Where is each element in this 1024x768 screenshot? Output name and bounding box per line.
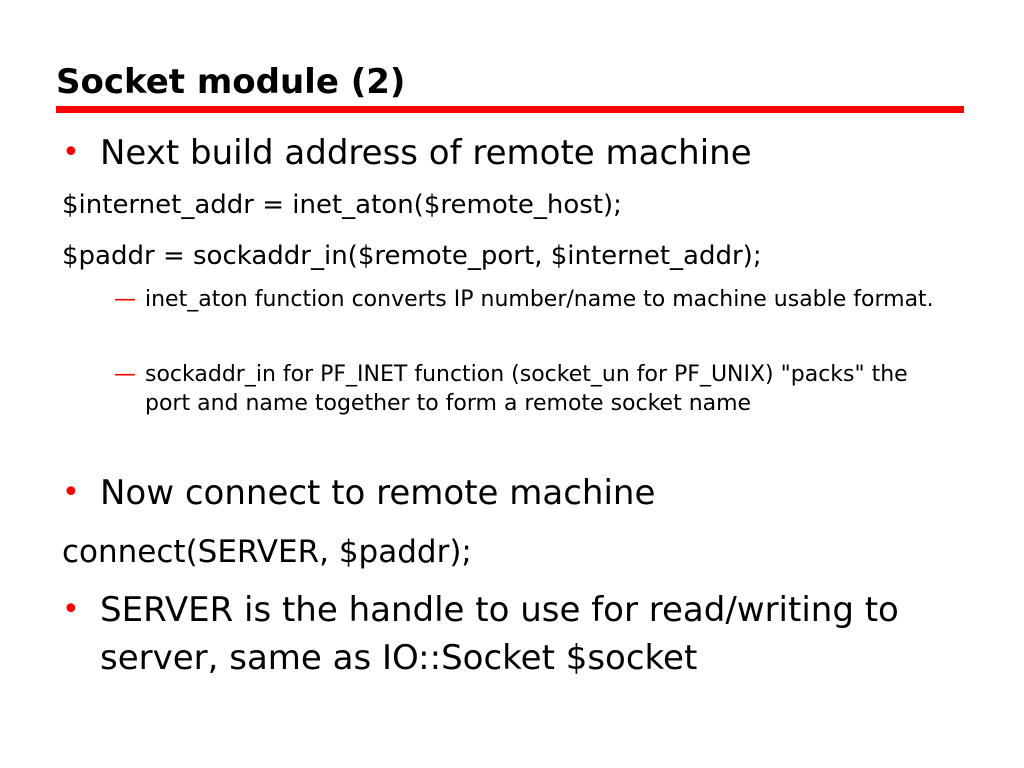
- bullet-marker: •: [62, 475, 80, 510]
- code-line: connect(SERVER, $paddr);: [62, 534, 472, 570]
- sub-marker: —: [114, 287, 136, 312]
- sub-text: sockaddr_in for PF_INET function (socket…: [145, 362, 908, 416]
- bullet-text: SERVER is the handle to use for read/wri…: [100, 590, 899, 678]
- bullet-text: Now connect to remote machine: [100, 473, 656, 513]
- bullet-marker: •: [62, 135, 80, 170]
- slide-title: Socket module (2): [56, 62, 406, 102]
- sub-text: inet_aton function converts IP number/na…: [145, 287, 934, 312]
- code-line: $internet_addr = inet_aton($remote_host)…: [62, 190, 622, 220]
- code-line: $paddr = sockaddr_in($remote_port, $inte…: [62, 241, 762, 271]
- title-underline: [56, 106, 964, 113]
- bullet-marker: •: [62, 592, 80, 627]
- bullet-text: Next build address of remote machine: [100, 133, 752, 173]
- sub-marker: —: [114, 362, 136, 387]
